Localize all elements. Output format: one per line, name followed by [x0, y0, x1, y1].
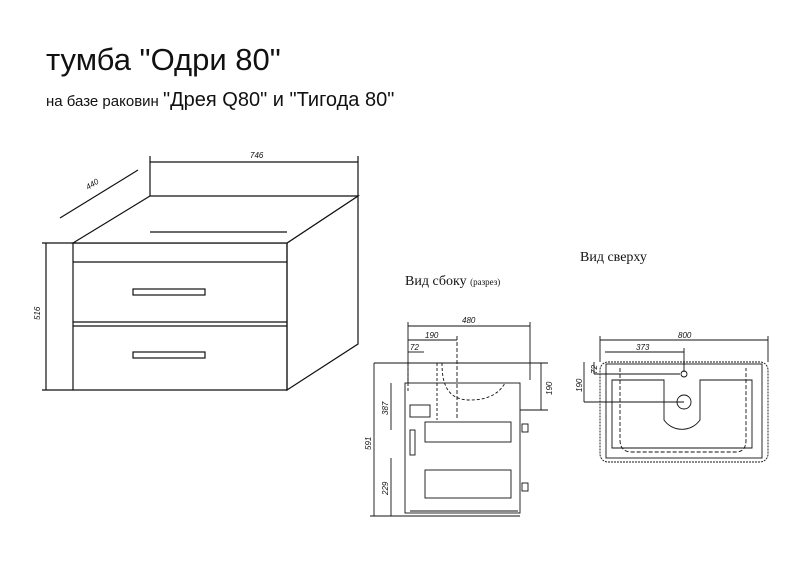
side-view-note: (разрез) — [470, 277, 501, 287]
side-view-caption: Вид сбоку (разрез) — [405, 274, 500, 290]
dim-side-upper: 387 — [381, 401, 390, 415]
page-subtitle: на базе раковин "Дрея Q80" и "Тигода 80" — [46, 89, 394, 112]
dim-top-tap-depth: 72 — [590, 365, 599, 374]
dim-side-sink-height: 190 — [545, 381, 554, 395]
drawer-handle — [132, 288, 206, 296]
dim-side-drain: 190 — [425, 331, 439, 340]
dim-height: 516 — [33, 306, 42, 320]
drawer-handle — [132, 351, 206, 359]
dim-side-lower: 229 — [381, 481, 390, 496]
top-view — [583, 336, 769, 463]
dim-depth: 440 — [84, 177, 101, 192]
subtitle-models: "Дрея Q80" и "Тигода 80" — [163, 89, 395, 111]
page-title: тумба "Одри 80" — [46, 42, 281, 77]
dim-side-tap: 72 — [410, 343, 419, 352]
dim-side-depth: 480 — [462, 316, 476, 325]
dim-side-total: 591 — [364, 437, 373, 450]
dim-top-drain-depth: 190 — [575, 378, 584, 392]
top-view-label: Вид сверху — [580, 250, 647, 265]
side-view-label: Вид сбоку — [405, 274, 467, 289]
subtitle-prefix: на базе раковин — [46, 93, 159, 110]
iso-view — [42, 156, 360, 392]
side-view — [370, 322, 548, 517]
dim-top-width: 800 — [678, 331, 692, 340]
dim-width: 746 — [250, 151, 264, 160]
dim-top-tap-offset: 373 — [636, 343, 650, 352]
